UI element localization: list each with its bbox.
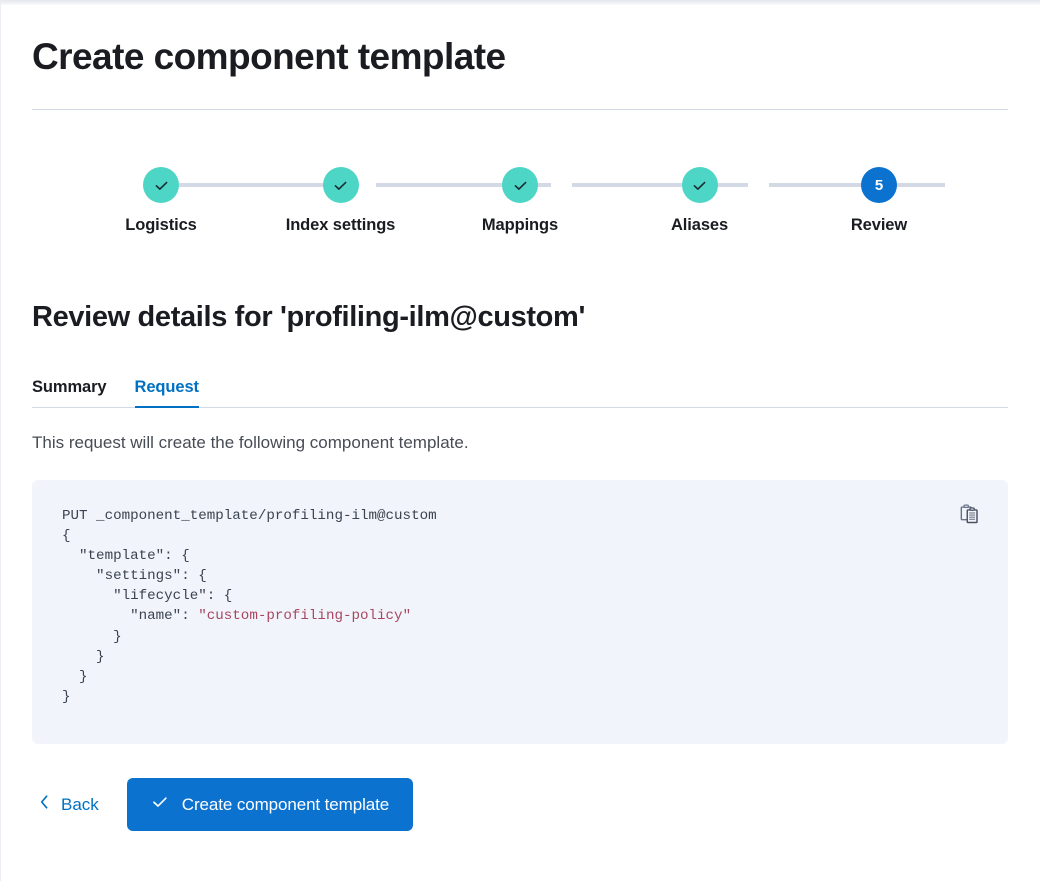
window-top-edge [0, 0, 1040, 5]
review-tabs: Summary Request [32, 378, 1008, 408]
step-review-label: Review [850, 216, 908, 234]
step-aliases[interactable]: Aliases [634, 167, 766, 235]
code-line-open-brace: { [62, 528, 71, 545]
page-content: Create component template Logistics [0, 5, 1040, 881]
check-icon [151, 793, 169, 816]
tab-request[interactable]: Request [134, 378, 200, 408]
tab-summary[interactable]: Summary [32, 378, 107, 407]
step-aliases-indicator [681, 167, 718, 203]
request-description: This request will create the following c… [32, 433, 469, 452]
window-left-edge [0, 0, 1, 881]
wizard-stepper: Logistics Index settings [32, 167, 1008, 247]
step-logistics-label: Logistics [125, 216, 197, 234]
code-line-template: "template": { [62, 548, 190, 565]
step-mappings-label: Mappings [481, 216, 559, 234]
step-index-settings[interactable]: Index settings [275, 167, 407, 235]
step-logistics[interactable]: Logistics [95, 167, 227, 235]
code-line-method: PUT _component_template/profiling-ilm@cu… [62, 508, 437, 524]
step-connector-1-2 [179, 183, 355, 187]
code-line-name-key: "name": [62, 608, 199, 625]
code-line-close-4: } [62, 688, 71, 705]
step-connector-3-4 [572, 183, 748, 187]
step-connector-4-5 [769, 183, 945, 187]
page-title: Create component template [32, 36, 506, 77]
back-button[interactable]: Back [32, 786, 105, 823]
wizard-actions: Back Create component template [32, 778, 1008, 831]
back-button-label: Back [61, 794, 99, 814]
step-review-indicator: 5 [861, 167, 897, 203]
step-aliases-label: Aliases [670, 216, 729, 234]
step-logistics-indicator [143, 167, 179, 203]
header-divider [32, 109, 1008, 110]
create-component-template-button[interactable]: Create component template [126, 778, 414, 831]
code-line-close-3: } [62, 668, 88, 685]
code-line-settings: "settings": { [62, 568, 207, 585]
code-line-name-value: "custom-profiling-policy" [198, 608, 412, 625]
code-line-close-1: } [62, 628, 122, 645]
request-code-panel: PUT _component_template/profiling-ilm@cu… [32, 480, 1008, 744]
step-mappings[interactable]: Mappings [454, 167, 586, 235]
step-mappings-indicator [502, 167, 538, 203]
request-code-block: PUT _component_template/profiling-ilm@cu… [62, 506, 976, 707]
copy-clipboard-icon [960, 504, 981, 528]
step-index-settings-label: Index settings [285, 216, 396, 234]
chevron-left-icon [38, 794, 51, 815]
code-line-close-2: } [62, 648, 105, 665]
copy-clipboard-button[interactable] [956, 502, 984, 530]
step-index-settings-indicator [322, 167, 359, 203]
code-line-lifecycle: "lifecycle": { [62, 588, 233, 605]
create-component-template-label: Create component template [181, 794, 390, 814]
step-review[interactable]: 5 Review [813, 167, 945, 235]
step-connector-2-3 [376, 183, 551, 187]
review-heading: Review details for 'profiling-ilm@custom… [32, 301, 586, 333]
